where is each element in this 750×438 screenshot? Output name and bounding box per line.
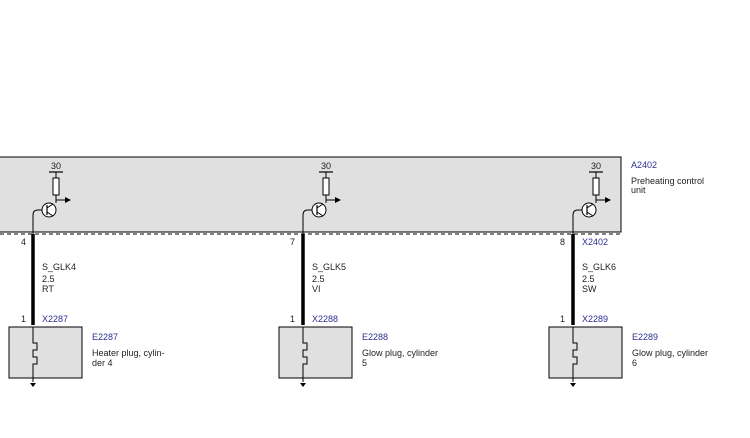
ground-icon — [30, 383, 36, 387]
channel-3: 30 8 S_GLK6 2.5 SW 1 X2289 E2289 Glow pl… — [548, 161, 708, 387]
wire-color-code: RT — [42, 284, 54, 294]
glow-plug-icon — [32, 327, 38, 382]
component-id[interactable]: E2289 — [632, 332, 658, 342]
resistor-icon — [322, 177, 330, 196]
control-unit-id[interactable]: A2402 — [631, 160, 657, 170]
signal-name: S_GLK6 — [582, 262, 616, 272]
supply-label: 30 — [51, 161, 61, 171]
component-name-line1: Heater plug, cylin- — [92, 348, 165, 358]
pin-top: 4 — [21, 237, 26, 247]
channel-1: 30 4 S_GLK4 2.5 RT 1 X2287 E2287 Heater … — [8, 161, 165, 387]
component-box — [8, 326, 83, 379]
pin-bottom: 1 — [560, 314, 565, 324]
resistor-icon — [52, 177, 60, 196]
transistor-icon — [41, 202, 57, 218]
resistor-icon — [592, 177, 600, 196]
pin-bottom: 1 — [290, 314, 295, 324]
connector-id[interactable]: X2287 — [42, 314, 68, 324]
transistor-icon — [581, 202, 597, 218]
signal-name: S_GLK5 — [312, 262, 346, 272]
component-name-line2: 6 — [632, 358, 637, 368]
ground-icon — [300, 383, 306, 387]
supply-label: 30 — [321, 161, 331, 171]
ground-icon — [570, 383, 576, 387]
component-name-line1: Glow plug, cylinder — [632, 348, 708, 358]
control-unit-connector[interactable]: X2402 — [582, 237, 608, 247]
component-name-line2: der 4 — [92, 358, 113, 368]
component-id[interactable]: E2287 — [92, 332, 118, 342]
pin-top: 7 — [290, 237, 295, 247]
component-id[interactable]: E2288 — [362, 332, 388, 342]
glow-plug-icon — [572, 327, 578, 382]
signal-name: S_GLK4 — [42, 262, 76, 272]
component-box — [548, 326, 623, 379]
supply-label: 30 — [591, 161, 601, 171]
control-unit-box — [0, 156, 622, 233]
wire-color-code: SW — [582, 284, 597, 294]
wire-cross-section: 2.5 — [42, 274, 55, 284]
control-unit-name-line1: Preheating control — [631, 176, 704, 186]
wire-cross-section: 2.5 — [312, 274, 325, 284]
pin-top: 8 — [560, 237, 565, 247]
transistor-icon — [311, 202, 327, 218]
glow-plug-icon — [302, 327, 308, 382]
wire-color-code: VI — [312, 284, 321, 294]
control-unit-name-line2: unit — [631, 185, 646, 195]
component-box — [278, 326, 353, 379]
pin-bottom: 1 — [21, 314, 26, 324]
component-name-line1: Glow plug, cylinder — [362, 348, 438, 358]
connector-id[interactable]: X2289 — [582, 314, 608, 324]
channel-2: 30 7 S_GLK5 2.5 VI 1 X2288 E2288 Glow pl… — [278, 161, 438, 387]
connector-id[interactable]: X2288 — [312, 314, 338, 324]
wire-cross-section: 2.5 — [582, 274, 595, 284]
component-name-line2: 5 — [362, 358, 367, 368]
